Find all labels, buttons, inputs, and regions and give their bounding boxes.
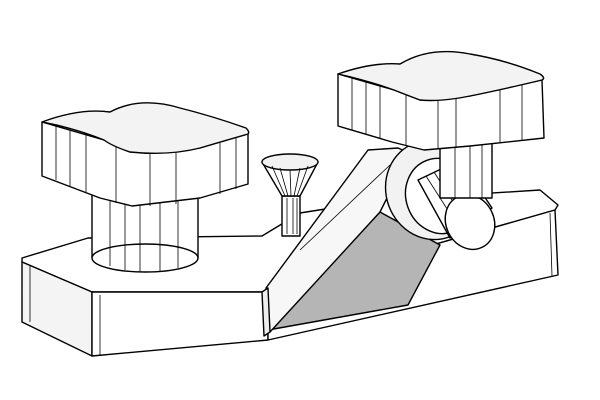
right-star-knob	[337, 50, 545, 199]
left-star-knob	[41, 102, 250, 273]
pin-top	[261, 153, 319, 171]
sloped-jaw	[261, 147, 441, 337]
left-knob-head-top	[41, 102, 250, 155]
jaw-end-face	[261, 287, 271, 337]
tapered-pin	[261, 153, 319, 237]
right-knob-head-top	[337, 50, 545, 102]
left-knob-stem-bottom	[91, 243, 199, 273]
base-plate-long-face	[91, 291, 269, 357]
